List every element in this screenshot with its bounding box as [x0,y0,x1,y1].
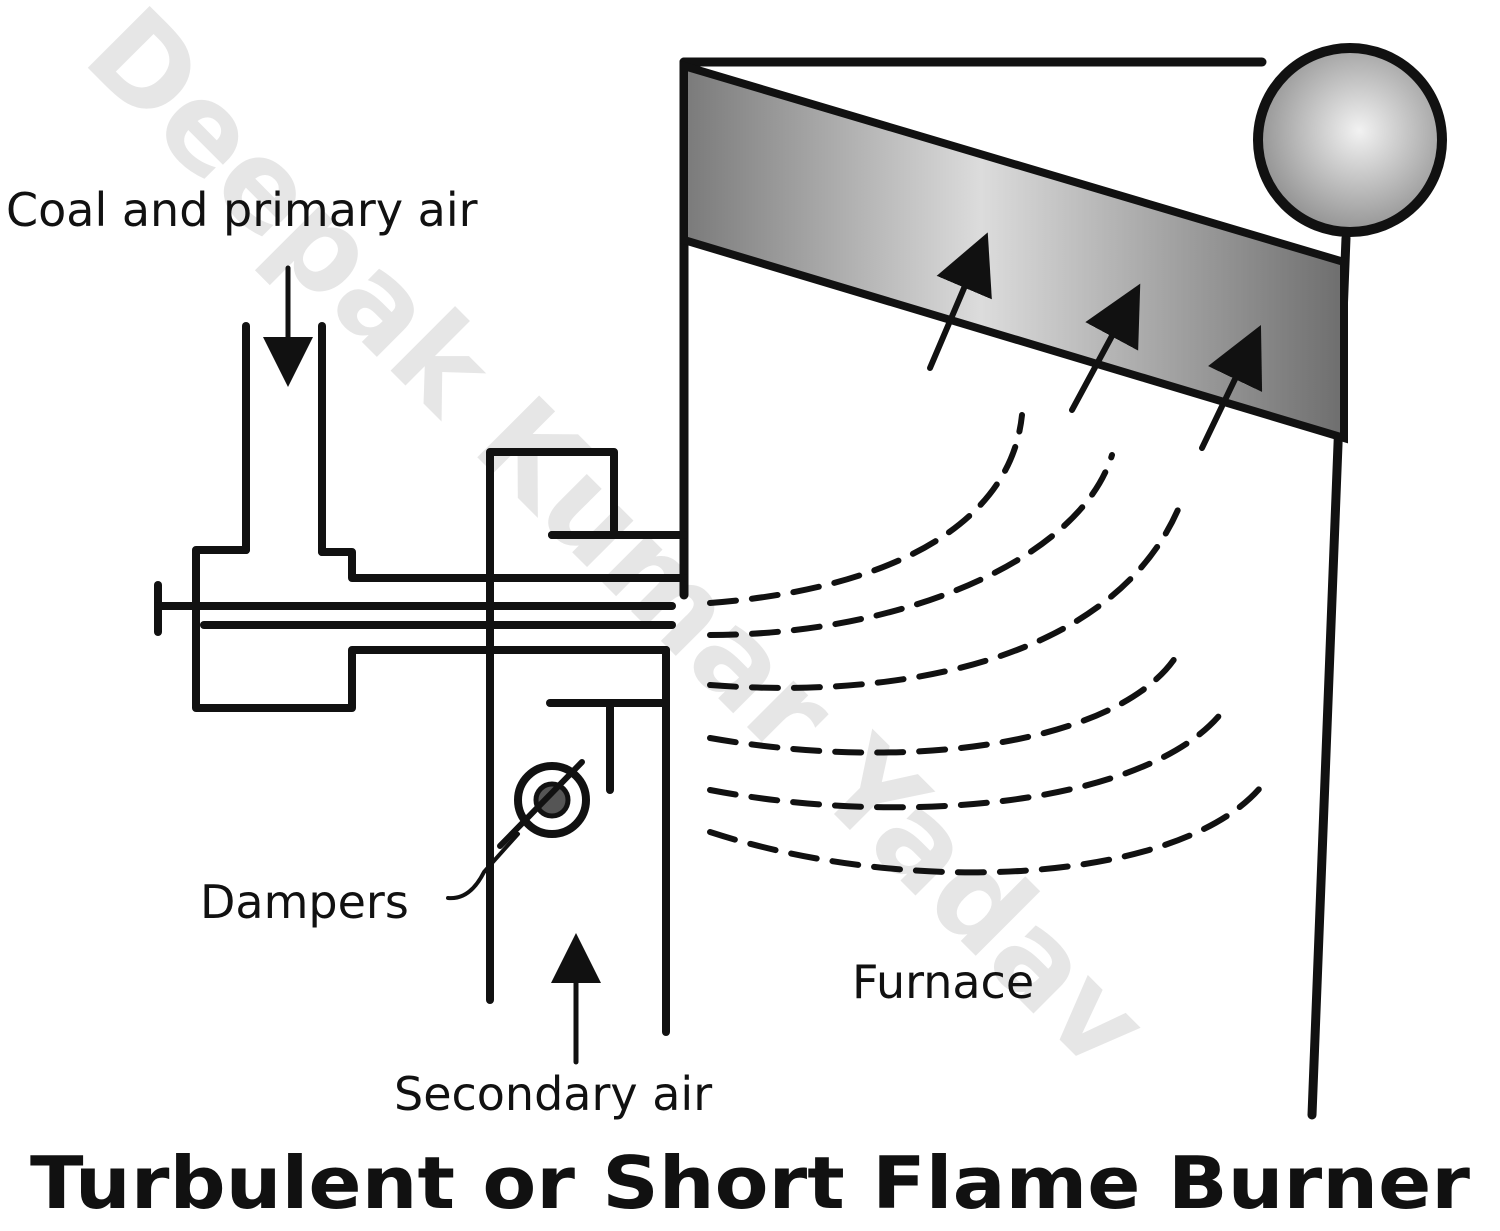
label-secondary-air: Secondary air [394,1067,712,1121]
secondary-air-duct [486,448,688,1036]
label-furnace: Furnace [852,955,1034,1009]
dampers-leader-line [446,832,520,901]
label-coal-primary-air: Coal and primary air [6,183,478,237]
damper [497,759,590,849]
flame-lines [707,412,1263,876]
label-dampers: Dampers [200,875,409,929]
water-tube-bank [680,60,1348,444]
burner-nozzle [154,581,676,636]
burner-body [192,546,688,712]
heat-arrows [927,232,1263,451]
steam-drum [1253,43,1447,237]
diagram-title: Turbulent or Short Flame Burner [30,1141,1471,1225]
primary-air-pipe [242,322,326,556]
